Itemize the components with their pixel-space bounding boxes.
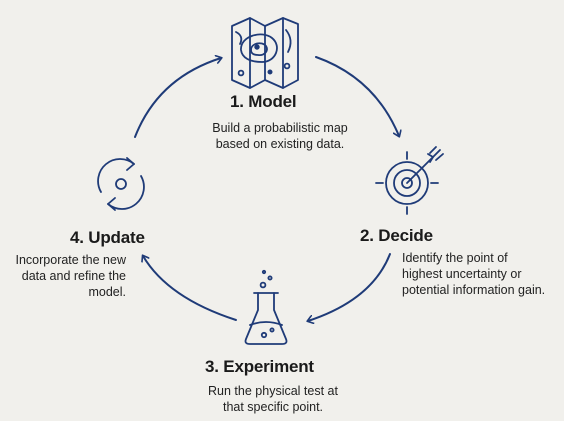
cycle-icon xyxy=(97,157,145,211)
flask-icon xyxy=(244,269,288,345)
arrow-update-to-model xyxy=(134,58,221,138)
arrow-model-to-decide xyxy=(315,56,399,136)
step-4-title: 4. Update xyxy=(70,228,145,247)
step-2-description: Identify the point of highest uncertaint… xyxy=(402,251,546,297)
cycle-arrows xyxy=(134,56,399,321)
map-icon xyxy=(231,17,299,89)
step-4-description: Incorporate the new data and refine the … xyxy=(15,253,127,299)
step-1-title: 1. Model xyxy=(230,92,297,111)
step-3-description: Run the physical test at that specific p… xyxy=(208,384,338,414)
step-2-title: 2. Decide xyxy=(360,226,433,245)
step-1-description: Build a probabilistic map based on exist… xyxy=(212,121,348,151)
target-icon xyxy=(375,146,444,215)
arrow-experiment-to-update xyxy=(143,256,237,321)
step-3-title: 3. Experiment xyxy=(205,357,314,376)
arrow-decide-to-experiment xyxy=(308,253,391,321)
